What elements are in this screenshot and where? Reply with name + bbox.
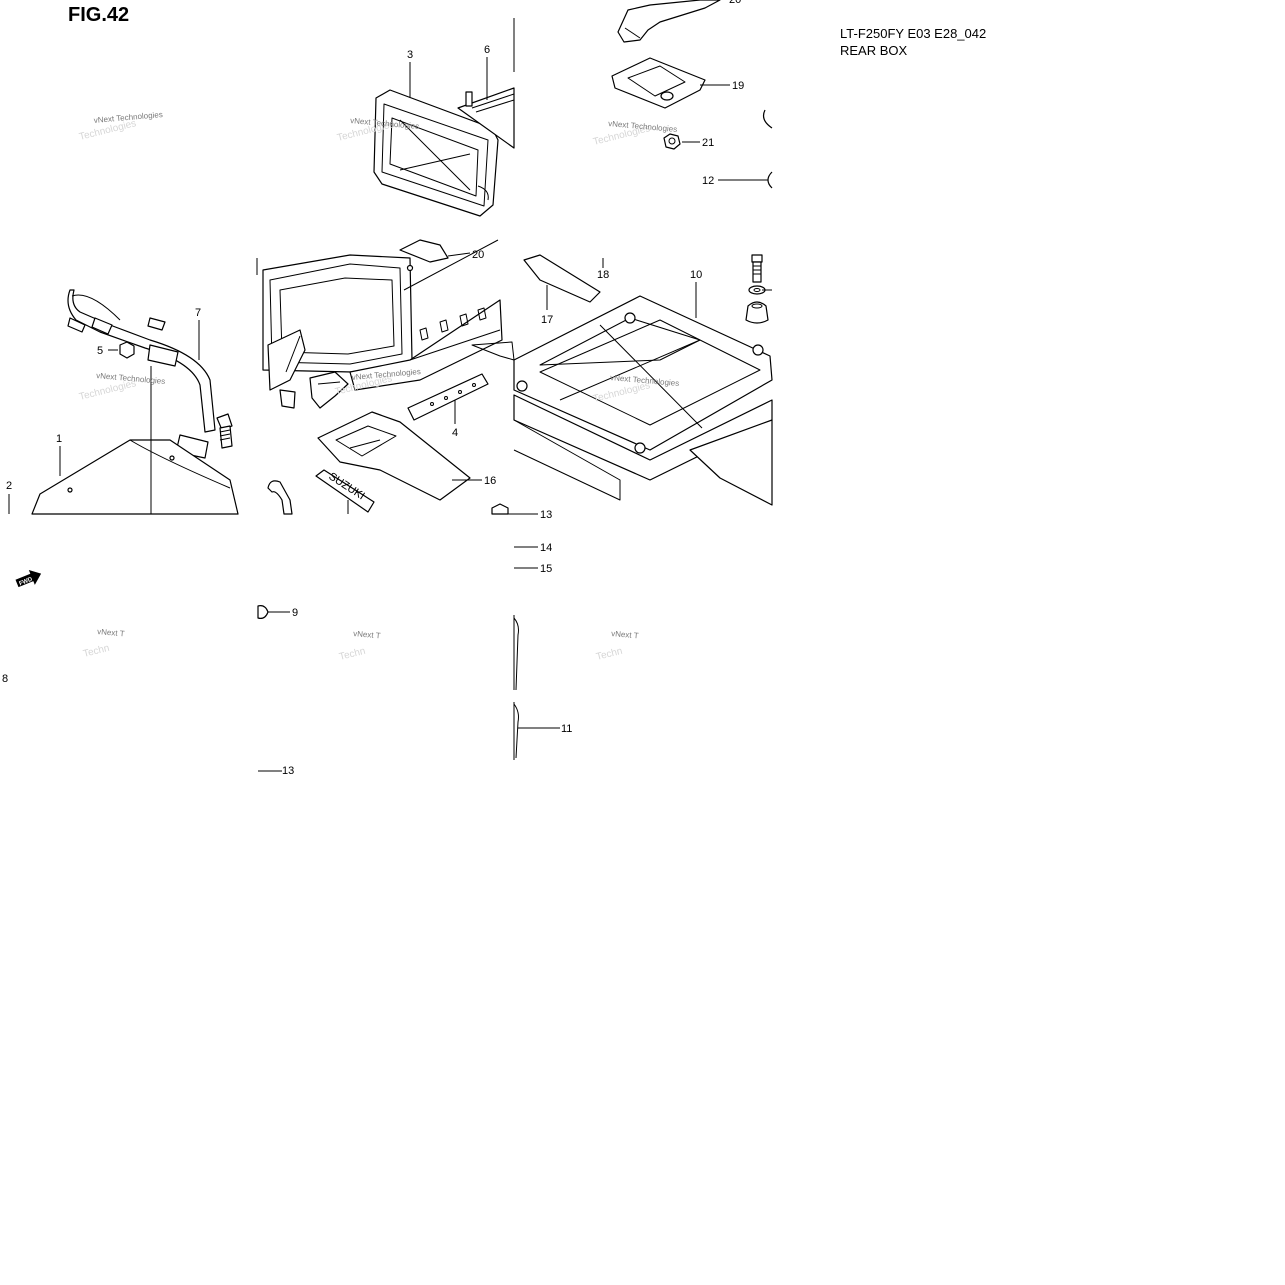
- part-label-15: 15: [540, 563, 552, 575]
- hook-bracket: [267, 480, 293, 515]
- part-label-9: 9: [292, 607, 298, 619]
- latch-plate-part-19: [611, 57, 706, 109]
- section-name: REAR BOX: [840, 43, 908, 58]
- watermark-partial: vNext T: [97, 627, 125, 638]
- part-label-4: 4: [452, 427, 458, 439]
- part-label-19: 19: [732, 80, 744, 92]
- model-code: LT-F250FY E03 E28_042: [840, 26, 987, 41]
- fwd-label: FWD: [18, 576, 34, 587]
- part-label-3: 3: [407, 49, 413, 61]
- watermark-partial: vNext T: [353, 629, 381, 640]
- tool-bag-part-16: [317, 411, 471, 501]
- box-lid-part-3: [373, 89, 499, 217]
- part-number-labels: 3 6 20 19 21 12 20 18 10 17 7 5 1 4 2 16…: [2, 0, 744, 777]
- figure-info: LT-F250FY E03 E28_042 REAR BOX: [840, 25, 986, 59]
- rubber-strip-part-11: [513, 617, 519, 759]
- part-label-10: 10: [690, 269, 702, 281]
- rear-panel-part-1: [31, 439, 239, 515]
- figure-title: FIG.42: [68, 4, 130, 26]
- washer: [748, 285, 766, 295]
- part-label-20: 20: [472, 249, 484, 261]
- part-label-7: 7: [195, 307, 201, 319]
- nut-part-5: [119, 341, 135, 359]
- part-label-13: 13: [282, 765, 294, 777]
- part-label-11: 11: [561, 723, 572, 735]
- watermark-back-partial: Techn: [595, 646, 624, 663]
- part-label-21: 21: [702, 137, 714, 149]
- part-label-20-top: 20: [729, 0, 741, 6]
- part-label-1: 1: [56, 433, 62, 445]
- part-label-18: 18: [597, 269, 609, 281]
- strap-part-18: [523, 254, 601, 303]
- watermark-partial: vNext T: [611, 629, 639, 640]
- part-label-14: 14: [540, 542, 552, 554]
- part-label-2: 2: [6, 480, 12, 492]
- part-label-5: 5: [97, 345, 103, 357]
- part-label-12: 12: [702, 175, 714, 187]
- bolt-part-8: [216, 413, 233, 449]
- storage-box-body: [262, 239, 503, 409]
- part-label-6: 6: [484, 44, 490, 56]
- latch-clip: [309, 371, 349, 409]
- part-label-8: 8: [2, 673, 8, 685]
- grommet-part-12: [767, 171, 773, 189]
- latch-strap-part-20-top: [617, 0, 721, 43]
- grommet-edge-top: [762, 109, 773, 129]
- washer-part-9: [257, 605, 269, 619]
- cushion: [745, 301, 769, 324]
- watermark-back-partial: Techn: [82, 643, 111, 660]
- base-plate-part-10: [513, 295, 773, 506]
- nut-part-13: [491, 503, 509, 515]
- part-label-16: 16: [484, 475, 496, 487]
- part-label-17: 17: [541, 314, 553, 326]
- latch-strap-part-20: [399, 239, 449, 272]
- tool-tube: SUZUKI: [315, 469, 375, 513]
- leader-lines: [8, 57, 772, 772]
- nut-part-21: [663, 133, 681, 150]
- watermark-back-partial: Techn: [338, 646, 367, 663]
- stay-part-4: [407, 373, 489, 421]
- part-label-13-cut: 13: [540, 509, 552, 521]
- fwd-arrow-icon: FWD: [15, 570, 42, 587]
- bolt-part-a: [751, 254, 763, 283]
- gasket-part-6: [457, 87, 515, 149]
